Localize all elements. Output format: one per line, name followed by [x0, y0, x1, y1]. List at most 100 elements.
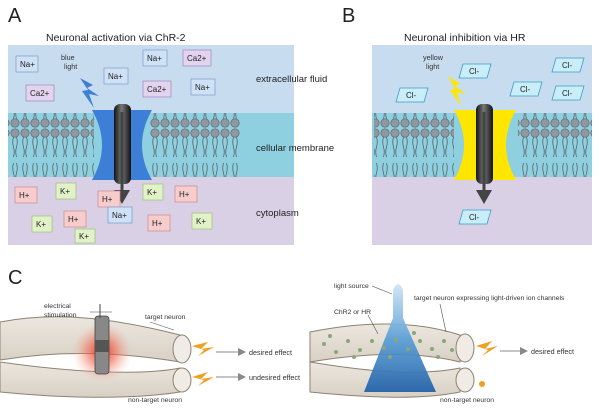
panel-a-letter: A	[8, 5, 22, 27]
blue-light-label-1: blue	[61, 53, 75, 62]
ion-label: Na+	[195, 83, 210, 92]
spike-bolt-nontarget	[192, 372, 214, 386]
ion-label: K+	[79, 232, 89, 241]
ion-label: Ca2+	[187, 54, 207, 63]
chr2-or-hr-label: ChR2 or HR	[334, 309, 371, 316]
ion-na-5	[107, 206, 133, 224]
panel-a: A Neuronal activation via ChR-2 blue lig…	[8, 5, 334, 245]
panel-b: B Neuronal inhibition via HR yellow ligh…	[342, 5, 592, 245]
ion-h-2	[63, 210, 87, 228]
chr2-pointer	[367, 314, 379, 335]
blue-light-label-2: light	[64, 62, 77, 71]
light-source-pointer	[371, 285, 393, 295]
ion-label: K+	[36, 220, 46, 229]
panel-c-letter: C	[8, 267, 22, 289]
ion-cl-2	[551, 57, 585, 73]
desired-arrowhead-right	[520, 347, 528, 355]
ion-label: Na+	[112, 211, 127, 220]
ion-cl-6	[458, 209, 492, 225]
ion-k-4	[191, 212, 213, 230]
ion-k-3	[142, 183, 164, 201]
extracellular-region-b	[372, 45, 592, 113]
chloride-influx-arrowhead	[476, 190, 492, 204]
panel-b-letter: B	[342, 5, 355, 27]
ion-label: H+	[179, 190, 190, 199]
undesired-arrowhead	[238, 373, 246, 381]
spike-bolt-target	[192, 342, 214, 356]
ion-ca-2	[182, 49, 212, 67]
ion-label: H+	[19, 191, 30, 200]
ion-label: K+	[147, 188, 157, 197]
ion-label: Cl-	[406, 91, 417, 100]
ion-cl-5	[551, 85, 585, 101]
ion-label: Cl-	[469, 67, 480, 76]
ion-label: Cl-	[469, 213, 480, 222]
spike-bolt-right	[476, 341, 498, 356]
ion-label: Ca2+	[147, 85, 167, 94]
ion-label: Cl-	[520, 85, 531, 94]
target-neuron-end-right	[455, 333, 475, 363]
ion-ca-1	[25, 84, 55, 102]
ion-label: Cl-	[562, 89, 573, 98]
yellow-light-label-1: yellow	[423, 53, 444, 62]
nontarget-neuron-label-right: non-target neuron	[440, 397, 494, 404]
ion-na-3	[142, 49, 168, 67]
opsin-dots	[322, 331, 454, 359]
target-neuron-label-right: target neuron expressing light-driven io…	[414, 295, 565, 302]
nontarget-neuron-end-left	[172, 367, 192, 393]
electrical-stimulation-label-1: electrical	[44, 303, 71, 310]
yellow-light-bolt	[448, 76, 466, 106]
ion-na-4	[190, 78, 216, 96]
lipid-bilayer-left	[8, 113, 94, 177]
ion-k-2	[31, 215, 53, 233]
lipid-bilayer-b-left	[374, 113, 454, 177]
membrane-label: cellular membrane	[256, 143, 334, 154]
ion-ca-3	[142, 80, 172, 98]
desired-arrowhead-left	[238, 348, 246, 356]
ion-label: Cl-	[562, 61, 573, 70]
panel-a-title: Neuronal activation via ChR-2	[46, 32, 186, 44]
ion-label: H+	[102, 195, 113, 204]
desired-effect-left: desired effect	[249, 348, 292, 357]
panel-b-title: Neuronal inhibition via HR	[404, 32, 526, 44]
desired-effect-right: desired effect	[531, 347, 574, 356]
ion-label: Na+	[20, 60, 35, 69]
target-neuron-label-left: target neuron	[145, 314, 186, 321]
undesired-effect-label: undesired effect	[249, 373, 300, 382]
ion-cl-4	[509, 81, 543, 97]
blue-light-bolt	[80, 78, 99, 108]
ion-na-1	[15, 55, 39, 73]
ion-label: H+	[68, 215, 79, 224]
target-pointer-right	[439, 303, 447, 333]
ion-h-5	[147, 214, 171, 232]
panel-c: C electrical stimulation target neuron n…	[0, 267, 574, 404]
cytoplasm-label: cytoplasm	[256, 208, 299, 219]
ion-k-1	[55, 182, 77, 200]
ion-h-1	[14, 186, 38, 204]
nontarget-neuron-label-left: non-target neuron	[128, 397, 182, 404]
ion-label: H+	[152, 219, 163, 228]
light-beam	[364, 284, 436, 392]
ion-label: K+	[60, 187, 70, 196]
ion-label: K+	[196, 217, 206, 226]
ion-k-5	[74, 228, 96, 244]
extracellular-label: extracellular fluid	[256, 74, 327, 85]
ion-h-4	[174, 185, 198, 203]
lipid-bilayer-right	[150, 113, 240, 177]
lipid-bilayer-b-right	[518, 113, 592, 177]
no-spike-dot	[479, 381, 485, 387]
ion-label: Na+	[147, 54, 162, 63]
target-pointer	[149, 321, 175, 331]
ion-na-2	[103, 67, 129, 85]
ion-label: Na+	[108, 72, 123, 81]
yellow-light-label-2: light	[426, 62, 439, 71]
electrical-stimulation-label-2: stimulation	[44, 312, 77, 319]
electrode-band	[95, 340, 109, 352]
target-neuron-end-left	[172, 334, 192, 364]
nontarget-neuron-end-right	[455, 367, 475, 393]
ion-label: Ca2+	[30, 89, 50, 98]
ion-cl-1	[458, 63, 492, 79]
ion-cl-3	[395, 87, 429, 103]
light-source-label: light source	[334, 283, 369, 290]
